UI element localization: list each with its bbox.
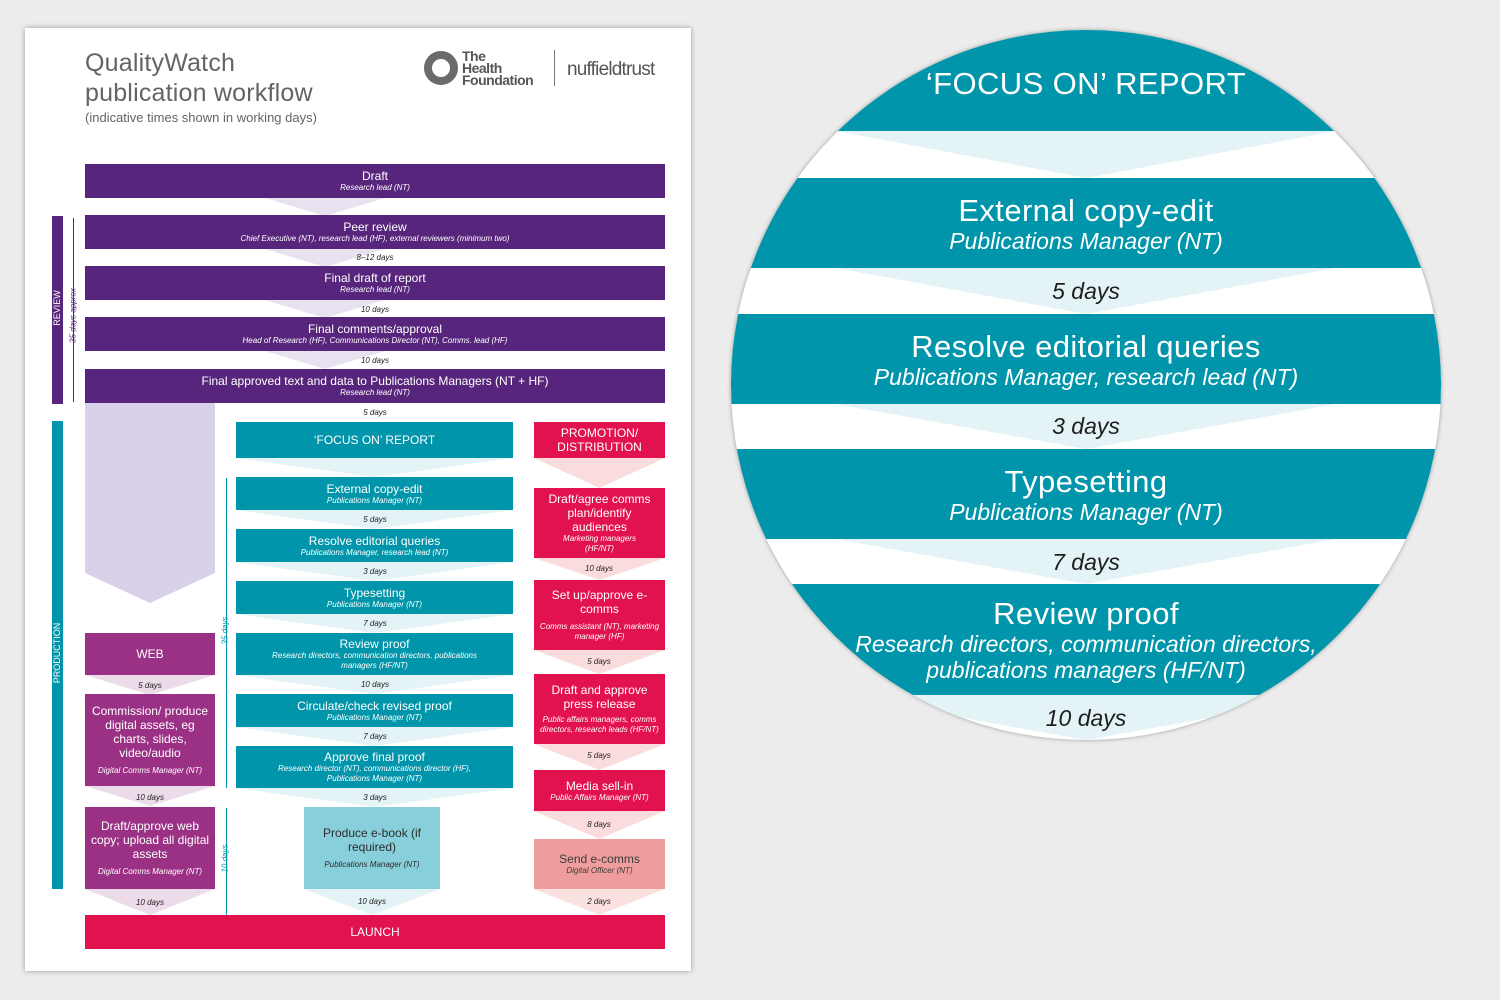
focus-step-approve-final: Approve final proof Research director (N… [236, 746, 513, 788]
focus-duration: 3 days [363, 793, 387, 802]
zoom-step-copy-edit: External copy-edit Publications Manager … [731, 178, 1441, 268]
focus-span-arrow [226, 478, 227, 788]
review-duration: 10 days [360, 356, 390, 365]
zoom-magnifier: ‘FOCUS ON’ REPORT External copy-edit Pub… [731, 30, 1441, 740]
review-step-final-comments: Final comments/approval Head of Research… [85, 317, 665, 351]
focus-step-ebook: Produce e-book (if required) Publication… [304, 807, 440, 889]
focus-step-copy-edit: External copy-edit Publications Manager … [236, 477, 513, 510]
review-duration: 10 days [360, 305, 390, 314]
health-foundation-logo: The Health Foundation [424, 49, 534, 87]
logo-divider [554, 50, 555, 86]
zoom-duration: 5 days [1052, 278, 1120, 304]
review-chevron [265, 198, 385, 216]
web-step-commission-assets: Commission/ produce digital assets, eg c… [85, 694, 215, 786]
web-header: WEB [85, 633, 215, 675]
review-step-draft: Draft Research lead (NT) [85, 164, 665, 198]
promo-duration: 5 days [587, 657, 611, 666]
review-span-label: 35 days approx [68, 288, 78, 343]
focus-chevron [236, 458, 513, 477]
promo-step-media-sell-in: Media sell-in Public Affairs Manager (NT… [534, 770, 665, 811]
document-subtitle: (indicative times shown in working days) [85, 110, 317, 125]
review-sidebar [52, 216, 63, 404]
promo-header: PROMOTION/ DISTRIBUTION [534, 422, 665, 458]
ebook-duration: 10 days [357, 897, 387, 906]
nuffield-trust-logo: nuffieldtrust [567, 59, 655, 80]
promo-step-ecomms: Set up/approve e-comms Comms assistant (… [534, 580, 665, 650]
focus-duration: 10 days [360, 680, 390, 689]
web-duration: 5 days [138, 681, 162, 690]
production-sidebar [52, 421, 63, 889]
document-title: QualityWatch publication workflow [85, 49, 313, 107]
zoom-duration: 7 days [1052, 549, 1120, 575]
promo-duration: 8 days [587, 820, 611, 829]
review-step-peer-review: Peer review Chief Executive (NT), resear… [85, 215, 665, 249]
focus-duration: 3 days [363, 567, 387, 576]
focus-span-label: 35 days [220, 616, 230, 645]
zoom-step-typesetting: Typesetting Publications Manager (NT) [731, 449, 1441, 539]
web-span-arrow [226, 808, 227, 916]
review-step-final-draft: Final draft of report Research lead (NT) [85, 266, 665, 300]
promo-step-press-release: Draft and approve press release Public a… [534, 674, 665, 744]
focus-step-editorial-queries: Resolve editorial queries Publications M… [236, 529, 513, 562]
review-span-arrow [73, 218, 74, 402]
review-duration: 5 days [363, 408, 387, 417]
focus-step-typesetting: Typesetting Publications Manager (NT) [236, 581, 513, 614]
zoom-chevron [836, 131, 1336, 178]
web-duration: 10 days [135, 898, 165, 907]
zoom-focus-header: ‘FOCUS ON’ REPORT [731, 30, 1441, 131]
promo-step-comms-plan: Draft/agree comms plan/identify audience… [534, 488, 665, 558]
web-duration: 10 days [135, 793, 165, 802]
focus-step-review-proof: Review proof Research directors, communi… [236, 633, 513, 675]
focus-header: ‘FOCUS ON’ REPORT [236, 422, 513, 458]
review-duration: 8–12 days [356, 253, 394, 262]
production-sidebar-label: PRODUCTION [52, 622, 62, 684]
zoom-duration: 10 days [1045, 705, 1127, 731]
web-step-draft-web-copy: Draft/approve web copy; upload all digit… [85, 807, 215, 889]
zoom-step-review-proof: Review proof Research directors, communi… [731, 584, 1441, 695]
focus-duration: 5 days [363, 515, 387, 524]
promo-step-send-ecomms: Send e-comms Digital Officer (NT) [534, 839, 665, 889]
focus-duration: 7 days [363, 732, 387, 741]
promo-duration: 5 days [587, 751, 611, 760]
health-foundation-ring-icon [424, 51, 458, 85]
web-lane-arrow [85, 403, 215, 603]
promo-duration: 10 days [584, 564, 614, 573]
zoom-duration: 3 days [1052, 413, 1120, 439]
focus-duration: 7 days [363, 619, 387, 628]
review-sidebar-label: REVIEW [52, 290, 62, 326]
promo-duration: 2 days [587, 897, 611, 906]
web-span-label: 10 days [220, 844, 230, 873]
focus-step-revised-proof: Circulate/check revised proof Publicatio… [236, 694, 513, 727]
review-step-final-approved: Final approved text and data to Publicat… [85, 369, 665, 403]
promo-chevron [534, 458, 665, 488]
launch-bar: LAUNCH [85, 915, 665, 949]
zoom-step-editorial-queries: Resolve editorial queries Publications M… [731, 314, 1441, 404]
workflow-document: QualityWatch publication workflow (indic… [25, 28, 691, 971]
